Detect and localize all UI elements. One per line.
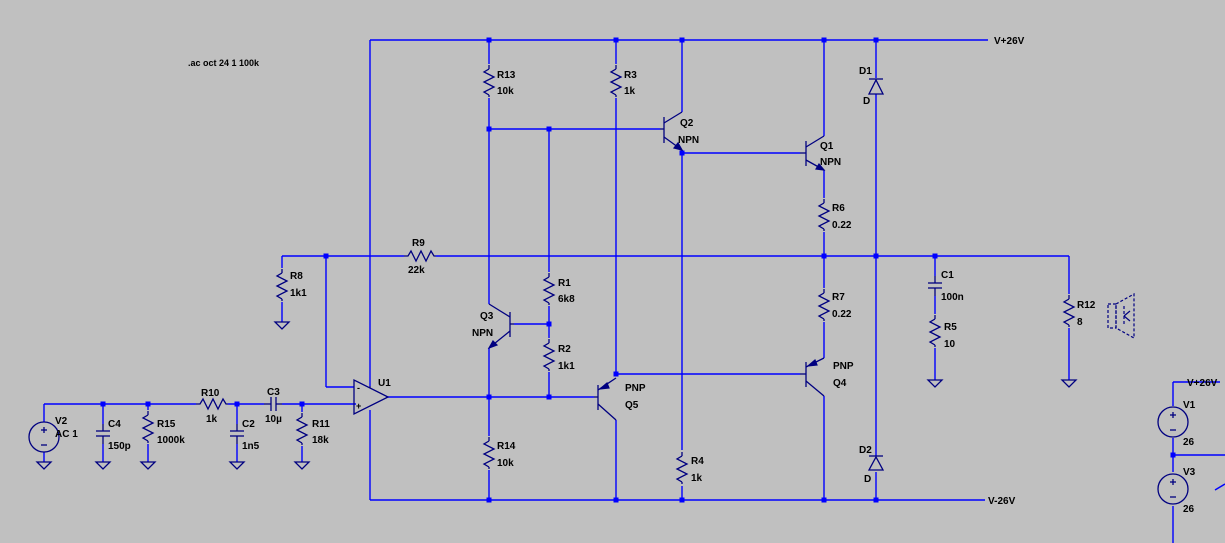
r8-value: 1k1 — [290, 288, 307, 299]
r4-name: R4 — [691, 456, 704, 467]
q3-name: Q3 — [480, 311, 494, 322]
c3-name: C3 — [267, 387, 280, 398]
r5-value: 10 — [944, 339, 956, 350]
resistor-r13[interactable]: R13 10k — [483, 64, 516, 98]
r10-value: 1k — [206, 414, 218, 425]
resistor-r2[interactable]: R2 1k1 — [543, 338, 575, 372]
resistor-r1[interactable]: R1 6k8 — [543, 272, 575, 306]
capacitor-c1[interactable]: C1 100n — [927, 270, 964, 303]
r3-value: 1k — [624, 86, 636, 97]
v1-name: V1 — [1183, 400, 1196, 411]
u1-plus-sign: + — [356, 401, 361, 411]
r7-value: 0.22 — [832, 309, 852, 320]
resistor-r10[interactable]: R10 1k — [195, 388, 229, 425]
c4-name: C4 — [108, 419, 121, 430]
resistor-r11[interactable]: R11 18k — [294, 412, 330, 470]
transistor-q3[interactable]: Q3 NPN — [472, 303, 514, 350]
q4-type: PNP — [833, 361, 854, 372]
net-label-vneg[interactable]: V-26V — [988, 496, 1016, 507]
net-label-vpos[interactable]: V+26V — [994, 36, 1025, 47]
r12-value: 8 — [1077, 317, 1083, 328]
r5-name: R5 — [944, 322, 957, 333]
resistor-r7[interactable]: R7 0.22 — [818, 288, 852, 322]
r13-value: 10k — [497, 86, 514, 97]
u1-minus-sign: - — [357, 383, 360, 393]
d2-type: D — [864, 474, 871, 485]
r14-value: 10k — [497, 458, 514, 469]
d1-name: D1 — [859, 66, 872, 77]
d1-type: D — [863, 96, 870, 107]
d2-name: D2 — [859, 445, 872, 456]
diode-d2[interactable]: D2 D — [859, 445, 885, 485]
r3-name: R3 — [624, 70, 637, 81]
wires — [43, 39, 1225, 543]
voltage-source-v3[interactable]: V3 26 — [1157, 467, 1196, 515]
r6-value: 0.22 — [832, 220, 852, 231]
v3-name: V3 — [1183, 467, 1196, 478]
r13-name: R13 — [497, 70, 516, 81]
r8-name: R8 — [290, 271, 303, 282]
resistor-r15[interactable]: R15 1000k — [140, 410, 185, 470]
r1-name: R1 — [558, 278, 571, 289]
resistor-r9[interactable]: R9 22k — [403, 238, 437, 276]
c4-value: 150p — [108, 441, 131, 452]
diode-d1[interactable]: D1 D — [859, 66, 885, 107]
q3-type: NPN — [472, 328, 493, 339]
resistor-r6[interactable]: R6 0.22 — [818, 198, 852, 232]
r11-value: 18k — [312, 435, 329, 446]
r15-value: 1000k — [157, 435, 185, 446]
u1-name: U1 — [378, 378, 391, 389]
r1-value: 6k8 — [558, 294, 575, 305]
resistor-r12[interactable]: R12 8 — [1061, 294, 1096, 388]
q5-type: PNP — [625, 383, 646, 394]
r4-value: 1k — [691, 473, 703, 484]
capacitor-c2[interactable]: C2 1n5 — [229, 419, 260, 470]
c2-name: C2 — [242, 419, 255, 430]
v2-value: AC 1 — [55, 429, 78, 440]
capacitor-c3[interactable]: C3 10µ — [264, 387, 282, 425]
r10-name: R10 — [201, 388, 220, 399]
resistor-r8[interactable]: R8 1k1 — [274, 268, 307, 330]
q5-name: Q5 — [625, 400, 639, 411]
resistor-r5[interactable]: R5 10 — [927, 314, 957, 388]
q1-name: Q1 — [820, 141, 834, 152]
r14-name: R14 — [497, 441, 516, 452]
resistor-r4[interactable]: R4 1k — [676, 451, 704, 485]
r9-name: R9 — [412, 238, 425, 249]
v1-value: 26 — [1183, 437, 1195, 448]
q1-type: NPN — [820, 157, 841, 168]
c1-name: C1 — [941, 270, 954, 281]
v2-name: V2 — [55, 416, 68, 427]
transistor-q2[interactable]: Q2 NPN — [660, 111, 699, 151]
resistor-r3[interactable]: R3 1k — [610, 64, 637, 98]
speaker-icon — [1107, 292, 1135, 340]
r2-value: 1k1 — [558, 361, 575, 372]
c3-value: 10µ — [265, 414, 282, 425]
junctions — [100, 37, 1176, 503]
r15-name: R15 — [157, 419, 176, 430]
transistor-q5[interactable]: PNP Q5 — [594, 377, 646, 421]
c1-value: 100n — [941, 292, 964, 303]
r12-name: R12 — [1077, 300, 1096, 311]
v3-value: 26 — [1183, 504, 1195, 515]
voltage-source-v1[interactable]: V1 26 — [1157, 400, 1196, 448]
r9-value: 22k — [408, 265, 425, 276]
transistor-q1[interactable]: Q1 NPN — [800, 135, 841, 171]
transistor-q4[interactable]: PNP Q4 — [800, 357, 854, 397]
net-label-vpos-supply[interactable]: V+26V — [1187, 378, 1218, 389]
resistor-r14[interactable]: R14 10k — [483, 436, 516, 470]
q2-name: Q2 — [680, 118, 694, 129]
r2-name: R2 — [558, 344, 571, 355]
q2-type: NPN — [678, 135, 699, 146]
spice-directive[interactable]: .ac oct 24 1 100k — [188, 58, 260, 68]
voltage-source-v2[interactable]: V2 AC 1 — [28, 416, 78, 470]
r6-name: R6 — [832, 203, 845, 214]
r7-name: R7 — [832, 292, 845, 303]
q4-name: Q4 — [833, 378, 847, 389]
capacitor-c4[interactable]: C4 150p — [95, 419, 131, 470]
opamp-u1[interactable]: - + U1 — [353, 378, 391, 416]
c2-value: 1n5 — [242, 441, 260, 452]
r11-name: R11 — [312, 419, 330, 430]
